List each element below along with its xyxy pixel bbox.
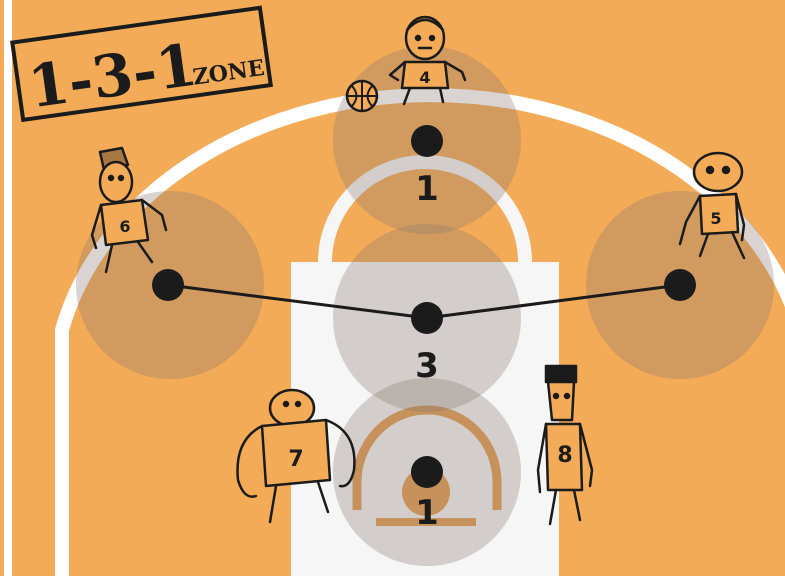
defender-right-wing [664,269,696,301]
player-jersey-4: 4 [419,68,430,87]
defender-bottom [411,456,443,488]
player-jersey-7: 7 [288,447,303,472]
player-jersey-8: 8 [557,443,572,468]
zone-label-top: 1 [415,169,439,209]
defender-top [411,125,443,157]
zone-label-middle: 3 [415,346,439,386]
player-jersey-6: 6 [119,217,130,236]
player-jersey-5: 5 [710,209,721,228]
basketball-icon [347,81,377,111]
defender-middle [411,302,443,334]
sideline [4,0,12,576]
zone-label-bottom: 1 [415,493,439,533]
defender-left-wing [152,269,184,301]
